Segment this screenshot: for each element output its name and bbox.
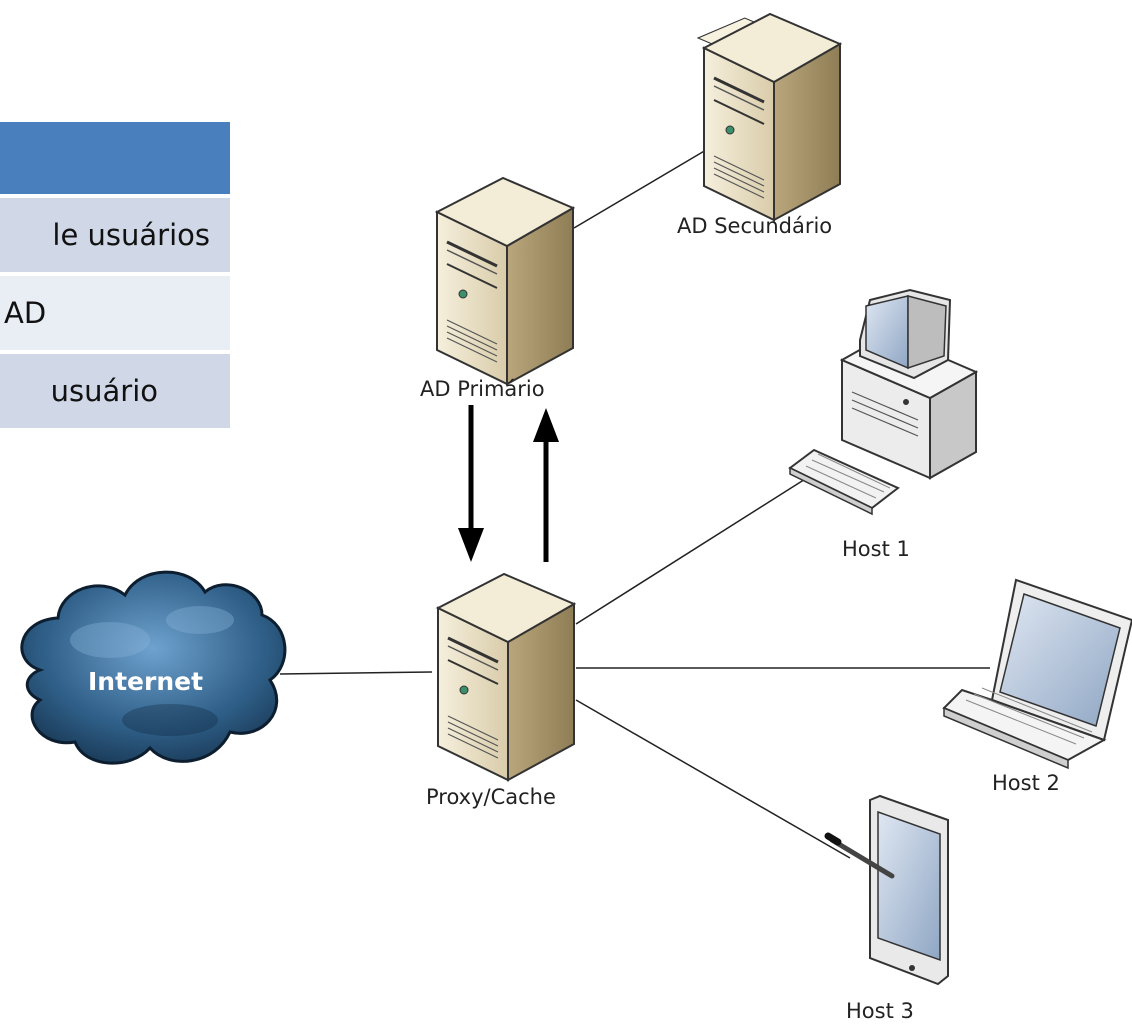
internet-cloud: Internet [20,570,287,765]
sync-arrows [458,405,559,562]
legend-row-3: usuário [0,354,230,428]
legend-row-2: AD [0,276,230,350]
laptop-icon [942,578,1132,770]
legend-row-1: le usuários [0,198,230,272]
label-proxy: Proxy/Cache [426,785,556,809]
legend-row-2-text: AD [4,296,47,330]
host1-desktop [788,288,979,516]
link-ad-primario-ad-secundario [573,149,707,229]
label-ad-primario: AD Primário [420,377,545,401]
host3-tablet [824,794,949,986]
tablet-icon [824,794,949,986]
link-internet-proxy [279,671,433,675]
label-host1: Host 1 [842,537,910,561]
label-ad-secundario: AD Secundário [677,214,832,238]
legend-row-1-text: le usuários [52,218,210,252]
server-icon [696,12,843,222]
server-ad-secundario [696,12,843,222]
label-host3: Host 3 [846,999,914,1023]
legend-table: le usuários AD usuário [0,122,230,428]
server-proxy [435,572,577,782]
server-icon [434,176,576,386]
arrow-down [458,405,484,562]
host2-laptop [942,578,1132,770]
link-proxy-host1 [575,475,811,625]
link-proxy-host3 [575,699,851,859]
arrow-up [533,408,559,562]
legend-row-3-text: usuário [50,374,158,408]
internet-label: Internet [88,667,203,696]
server-ad-primario [434,176,576,386]
connection-lines [279,149,990,859]
server-icon [435,572,577,782]
label-host2: Host 2 [992,771,1060,795]
desktop-computer-icon [788,288,979,516]
legend-table-header [0,122,230,194]
cloud-icon [20,570,287,765]
